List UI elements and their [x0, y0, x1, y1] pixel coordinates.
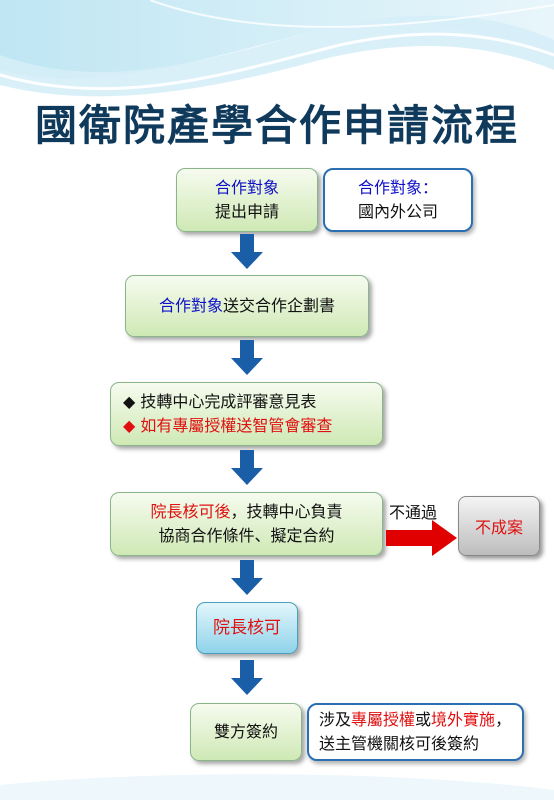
review-bullet1-symbol: ◆ — [123, 392, 136, 411]
reject-arrow — [386, 520, 457, 556]
step-review: ◆ 技轉中心完成評審意見表 ◆ 如有專屬授權送智管會審查 — [110, 382, 383, 446]
step-plan: 合作對象送交合作企劃書 — [125, 275, 369, 337]
approve-label: 院長核可 — [213, 618, 281, 638]
sign-note-line1: 涉及專屬授權或境外實施， — [319, 708, 511, 732]
review-bullet2-text: 如有專屬授權送智管會審查 — [140, 416, 333, 435]
plan-part2: 送交合作企劃書 — [223, 296, 336, 315]
reject-box: 不成案 — [458, 496, 540, 556]
down-arrow-1 — [231, 234, 263, 269]
negotiate-part2: ，技轉中心負責 — [230, 502, 343, 521]
sign-note-d: 境外實施 — [431, 710, 496, 729]
sign-note-a: 涉及 — [319, 710, 352, 729]
negotiate-line2: 協商合作條件、擬定合約 — [158, 526, 335, 545]
reject-label: 不通過 — [389, 503, 438, 522]
plan-part1: 合作對象 — [158, 296, 223, 315]
review-bullet2: ◆ 如有專屬授權送智管會審查 — [123, 414, 332, 438]
partner-note-line1: 合作對象： — [357, 178, 438, 197]
sign-label: 雙方簽約 — [213, 722, 278, 741]
negotiate-line1: 院長核可後，技轉中心負責 — [150, 500, 342, 524]
review-bullet1: ◆ 技轉中心完成評審意見表 — [123, 390, 316, 414]
sign-note-line2: 送主管機關核可後簽約 — [319, 734, 480, 753]
partner-note: 合作對象： 國內外公司 — [323, 168, 473, 232]
step-approve: 院長核可 — [196, 602, 298, 654]
apply-line1: 合作對象 — [214, 178, 279, 197]
step-apply: 合作對象 提出申請 — [176, 168, 318, 232]
down-arrow-5 — [231, 660, 263, 695]
plan-line: 合作對象送交合作企劃書 — [159, 294, 335, 318]
page-title: 國衛院產學合作申請流程 — [34, 101, 519, 150]
partner-note-line2: 國內外公司 — [357, 202, 438, 221]
review-bullet2-symbol: ◆ — [123, 416, 136, 435]
reject-box-label: 不成案 — [474, 518, 523, 537]
apply-line2: 提出申請 — [214, 202, 279, 221]
down-arrow-2 — [231, 340, 263, 375]
down-arrow-4 — [231, 560, 263, 595]
sign-note-c: 或 — [415, 710, 432, 729]
sign-note: 涉及專屬授權或境外實施， 送主管機關核可後簽約 — [307, 703, 524, 761]
step-sign: 雙方簽約 — [190, 703, 302, 761]
review-bullet1-text: 技轉中心完成評審意見表 — [140, 392, 317, 411]
sign-note-e: ， — [495, 710, 512, 729]
down-arrow-3 — [231, 450, 263, 485]
sign-note-b: 專屬授權 — [351, 710, 416, 729]
negotiate-part1: 院長核可後 — [150, 502, 231, 521]
step-negotiate: 院長核可後，技轉中心負責 協商合作條件、擬定合約 — [110, 492, 383, 556]
